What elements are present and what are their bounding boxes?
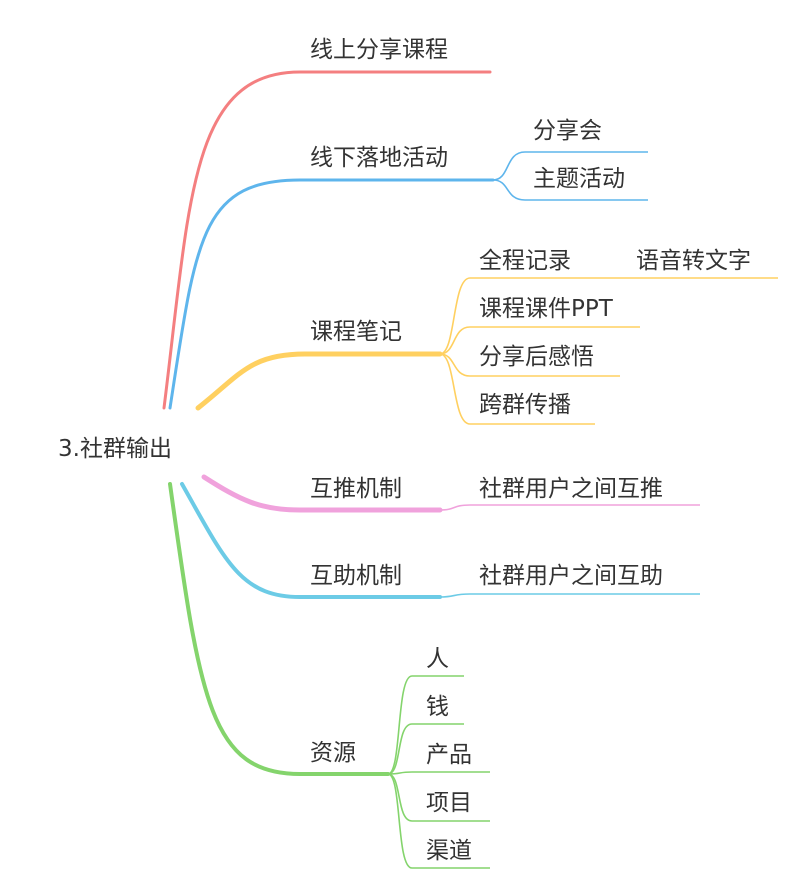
branch-online: 线上分享课程 xyxy=(162,37,492,410)
connector-res-people xyxy=(387,675,464,775)
node-project[interactable]: 项目 xyxy=(426,790,472,816)
branch-resources: 资源 人 钱 产品 项目 渠道 xyxy=(168,482,490,869)
node-mutual-help[interactable]: 社群用户之间互助 xyxy=(479,563,663,589)
node-offline[interactable]: 线下落地活动 xyxy=(310,145,448,171)
node-help[interactable]: 互助机制 xyxy=(310,563,402,589)
root-node[interactable]: 3.社群输出 xyxy=(58,436,172,462)
node-channel[interactable]: 渠道 xyxy=(426,838,472,864)
connector-notes-insight xyxy=(439,353,620,377)
connector-resources xyxy=(168,482,390,776)
connector-push xyxy=(201,474,443,513)
node-post-share-insight[interactable]: 分享后感悟 xyxy=(479,344,594,370)
node-mutual-push[interactable]: 社群用户之间互推 xyxy=(479,476,663,502)
connector-help xyxy=(180,482,442,599)
connector-notes xyxy=(195,351,443,411)
connector-online xyxy=(162,70,492,410)
branch-offline: 线下落地活动 分享会 主题活动 xyxy=(168,118,648,410)
connector-res-project xyxy=(387,773,490,822)
node-product[interactable]: 产品 xyxy=(426,742,472,768)
node-online[interactable]: 线上分享课程 xyxy=(310,37,448,63)
connector-res-product xyxy=(387,771,490,775)
branch-push: 互推机制 社群用户之间互推 xyxy=(201,474,700,513)
node-share-meeting[interactable]: 分享会 xyxy=(533,118,602,144)
connector-notes-record xyxy=(439,277,618,355)
node-notes[interactable]: 课程笔记 xyxy=(310,319,402,345)
node-resources[interactable]: 资源 xyxy=(310,740,356,766)
node-money[interactable]: 钱 xyxy=(426,694,449,720)
connector-offline xyxy=(168,178,495,410)
connector-push-child xyxy=(439,504,700,511)
branch-help: 互助机制 社群用户之间互助 xyxy=(180,482,700,599)
connector-help-child xyxy=(439,593,700,598)
node-voice-to-text[interactable]: 语音转文字 xyxy=(636,248,751,274)
connector-res-money xyxy=(387,723,464,775)
branch-notes: 课程笔记 全程记录 语音转文字 课程课件PPT 分享后感悟 跨群传播 xyxy=(195,248,778,425)
node-theme-activity[interactable]: 主题活动 xyxy=(533,166,625,192)
connector-offline-theme xyxy=(492,179,648,201)
connector-notes-spread xyxy=(439,353,595,425)
node-people[interactable]: 人 xyxy=(426,646,449,672)
node-cross-group-spread[interactable]: 跨群传播 xyxy=(479,392,571,418)
node-push[interactable]: 互推机制 xyxy=(310,476,402,502)
connector-res-channel xyxy=(387,773,490,869)
node-course-ppt[interactable]: 课程课件PPT xyxy=(479,296,614,322)
connector-offline-share xyxy=(492,151,648,181)
node-full-record[interactable]: 全程记录 xyxy=(479,248,571,274)
connector-notes-ppt xyxy=(439,326,640,355)
